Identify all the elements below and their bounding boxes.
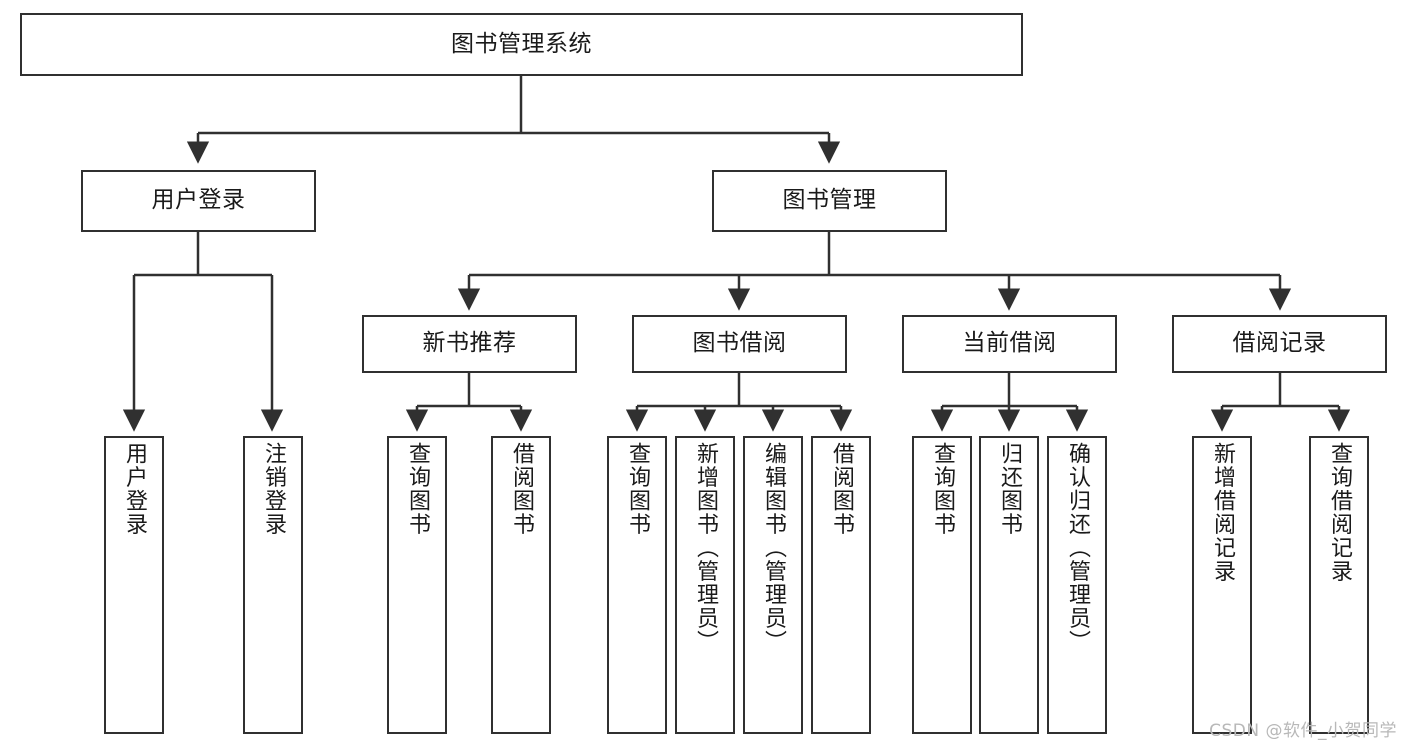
node-label: 借阅图书	[829, 442, 854, 536]
node-label: 归还图书	[997, 442, 1022, 536]
node-label: 图书管理系统	[451, 30, 592, 57]
node-label: 借阅记录	[1232, 330, 1327, 357]
node-label: 图书借阅	[692, 330, 787, 357]
node-leaf-user-logout[interactable]: 注销登录	[243, 436, 303, 734]
node-label: 查询图书	[405, 442, 430, 536]
node-label: 新书推荐	[422, 330, 517, 357]
node-leaf-add-book[interactable]: 新增图书（管理员）	[675, 436, 735, 734]
node-leaf-return-book[interactable]: 归还图书	[979, 436, 1039, 734]
node-leaf-edit-book[interactable]: 编辑图书（管理员）	[743, 436, 803, 734]
node-label: 用户登录	[151, 187, 246, 214]
node-label: 查询图书	[625, 442, 650, 536]
node-label: 编辑图书（管理员）	[761, 442, 786, 654]
node-label: 注销登录	[261, 442, 286, 536]
node-book-manage[interactable]: 图书管理	[712, 170, 947, 232]
node-leaf-query-book-3[interactable]: 查询图书	[912, 436, 972, 734]
node-label: 借阅图书	[509, 442, 534, 536]
node-user-login[interactable]: 用户登录	[81, 170, 316, 232]
node-borrow-record[interactable]: 借阅记录	[1172, 315, 1387, 373]
node-label: 查询借阅记录	[1327, 442, 1352, 583]
node-leaf-add-record[interactable]: 新增借阅记录	[1192, 436, 1252, 734]
node-label: 新增借阅记录	[1210, 442, 1235, 583]
node-leaf-borrow-book-2[interactable]: 借阅图书	[811, 436, 871, 734]
node-new-book-recommend[interactable]: 新书推荐	[362, 315, 577, 373]
node-label: 确认归还（管理员）	[1065, 442, 1090, 654]
node-leaf-query-book-1[interactable]: 查询图书	[387, 436, 447, 734]
node-label: 查询图书	[930, 442, 955, 536]
node-current-borrow[interactable]: 当前借阅	[902, 315, 1117, 373]
node-leaf-user-login[interactable]: 用户登录	[104, 436, 164, 734]
node-label: 当前借阅	[962, 330, 1057, 357]
node-label: 用户登录	[122, 442, 147, 536]
node-leaf-query-record[interactable]: 查询借阅记录	[1309, 436, 1369, 734]
node-root-system[interactable]: 图书管理系统	[20, 13, 1023, 76]
node-leaf-borrow-book-1[interactable]: 借阅图书	[491, 436, 551, 734]
watermark: CSDN @软件_小贺同学	[1209, 721, 1397, 741]
node-label: 图书管理	[782, 187, 877, 214]
node-leaf-query-book-2[interactable]: 查询图书	[607, 436, 667, 734]
node-book-borrow[interactable]: 图书借阅	[632, 315, 847, 373]
node-leaf-confirm-return[interactable]: 确认归还（管理员）	[1047, 436, 1107, 734]
node-label: 新增图书（管理员）	[693, 442, 718, 654]
